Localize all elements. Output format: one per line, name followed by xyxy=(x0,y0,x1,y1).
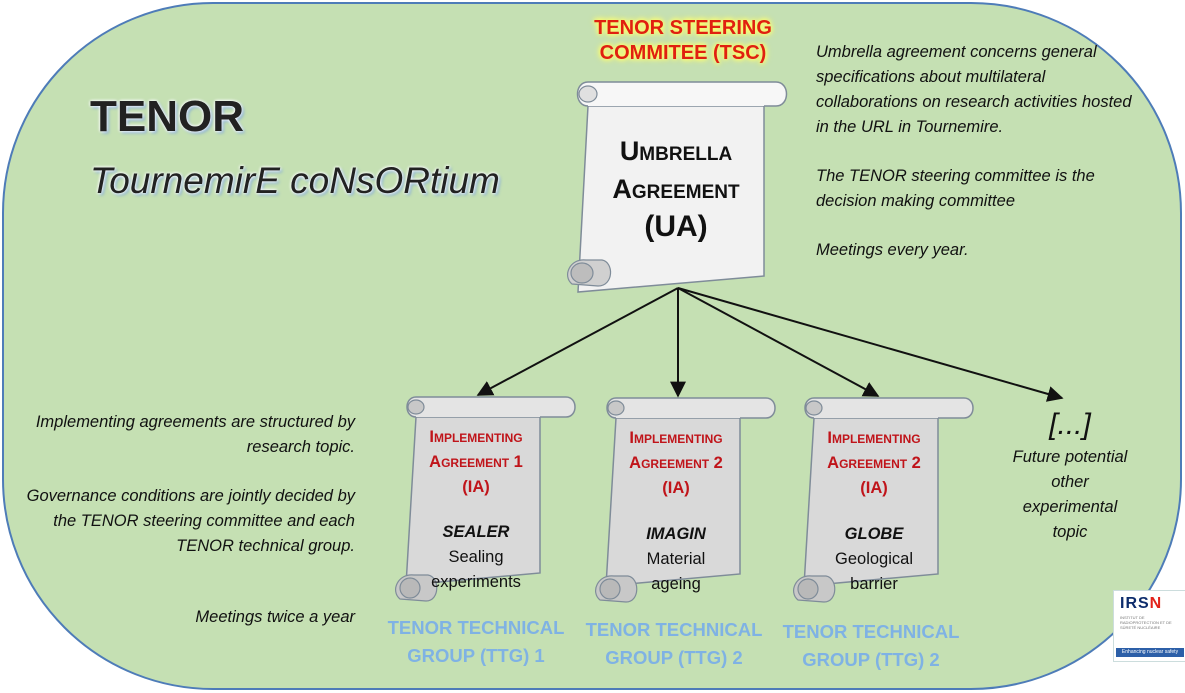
ia2-line-1: Implementing xyxy=(629,429,723,447)
umbrella-note-3: Meetings every year. xyxy=(816,241,969,259)
umbrella-note-2: The TENOR steering committee is the deci… xyxy=(816,167,1095,210)
ua-line-2: Agreement xyxy=(612,174,740,204)
arrow-to-ia1 xyxy=(476,287,679,396)
ia3-line-2: Agreement 2 xyxy=(827,454,921,472)
title-consortium: TournemirE coNsORtium xyxy=(90,160,500,201)
ia-topic-3: GLOBE Geological barrier xyxy=(804,522,944,597)
future-topic: [...] Future potential other experimenta… xyxy=(985,405,1155,545)
umbrella-note-1: Umbrella agreement concerns general spec… xyxy=(816,43,1132,136)
ia3-topic-desc: Geological barrier xyxy=(835,550,913,593)
ia1-line-2: Agreement 1 xyxy=(429,453,523,471)
ia2-line-3: (IA) xyxy=(662,479,690,497)
umbrella-agreement-label: Umbrella Agreement (UA) xyxy=(596,132,756,246)
ia3-topic-name: GLOBE xyxy=(844,525,904,543)
ia-note-structure: Implementing agreements are structured b… xyxy=(35,413,355,456)
ia-note-meetings: Meetings twice a year xyxy=(195,608,355,626)
ia-label-2: Implementing Agreement 2 (IA) xyxy=(606,426,746,501)
title-tenor: TENOR xyxy=(90,92,244,141)
ia-label-3: Implementing Agreement 2 (IA) xyxy=(804,426,944,501)
future-text: Future potential other experimental topi… xyxy=(1012,448,1128,541)
ia3-line-1: Implementing xyxy=(827,429,921,447)
umbrella-notes: Umbrella agreement concerns general spec… xyxy=(816,40,1136,263)
steering-committee-label: TENOR STEERING COMMITEE (TSC) xyxy=(594,17,772,64)
ia2-line-2: Agreement 2 xyxy=(629,454,723,472)
ua-line-3: (UA) xyxy=(644,210,708,243)
ia1-topic-desc: Sealing experiments xyxy=(431,548,521,591)
ia-note-governance: Governance conditions are jointly decide… xyxy=(26,487,355,555)
ia2-topic-name: IMAGIN xyxy=(646,525,706,543)
ttg-label-1: TENOR TECHNICAL GROUP (TTG) 1 xyxy=(387,617,565,666)
arrow-to-ia3 xyxy=(677,287,880,397)
logo-tagline: Enhancing nuclear safety xyxy=(1116,648,1184,657)
arrow-to-future xyxy=(677,287,1064,402)
logo-subtitle: INSTITUT DE RADIOPROTECTION ET DE SÛRETÉ… xyxy=(1120,615,1172,630)
ia-topic-2: IMAGIN Material ageing xyxy=(606,522,746,597)
umbrella-scroll xyxy=(567,81,788,293)
ttg-label-2: TENOR TECHNICAL GROUP (TTG) 2 xyxy=(585,619,763,668)
ttg-label-3: TENOR TECHNICAL GROUP (TTG) 2 xyxy=(782,621,960,670)
future-bracket: [...] xyxy=(1049,408,1091,441)
ia3-line-3: (IA) xyxy=(860,479,888,497)
ua-line-1: Umbrella xyxy=(619,136,733,166)
ia1-line-1: Implementing xyxy=(429,428,523,446)
ia1-topic-name: SEALER xyxy=(442,523,510,541)
ia-topic-1: SEALER Sealing experiments xyxy=(406,520,546,595)
logo-name: IRSN xyxy=(1120,595,1163,612)
ia1-line-3: (IA) xyxy=(462,478,490,496)
irsn-logo: IRSN INSTITUT DE RADIOPROTECTION ET DE S… xyxy=(1113,590,1185,662)
ia2-topic-desc: Material ageing xyxy=(646,550,706,593)
ia-label-1: Implementing Agreement 1 (IA) xyxy=(406,425,546,500)
